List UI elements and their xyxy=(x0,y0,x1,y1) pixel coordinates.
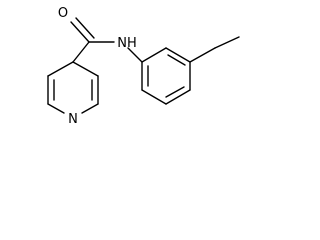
bond xyxy=(141,47,167,63)
pyridine-nitrogen-label: N xyxy=(68,112,78,127)
bond xyxy=(47,103,65,114)
bond xyxy=(141,89,167,105)
ethyl-group xyxy=(189,36,240,63)
bond xyxy=(165,47,191,63)
carbonyl-double-bond xyxy=(75,17,95,39)
bond xyxy=(72,61,99,77)
phenyl-ring xyxy=(141,47,191,105)
chemical-structure: O NH N xyxy=(47,6,240,127)
nh-to-ring-bond xyxy=(127,47,143,63)
bond xyxy=(81,103,99,114)
bond xyxy=(189,47,216,63)
amide-nh-label: NH xyxy=(117,36,137,51)
double-bond-inner xyxy=(167,54,186,66)
amide-group xyxy=(70,17,143,63)
double-bond-inner xyxy=(165,86,185,98)
bond xyxy=(214,36,240,49)
pyridine-ring xyxy=(47,61,99,114)
bond xyxy=(47,61,74,77)
oxygen-atom-label: O xyxy=(58,6,68,21)
carbonyl-double-bond xyxy=(70,21,90,43)
bond xyxy=(165,89,191,105)
ring-to-carbonyl-bond xyxy=(72,41,90,63)
